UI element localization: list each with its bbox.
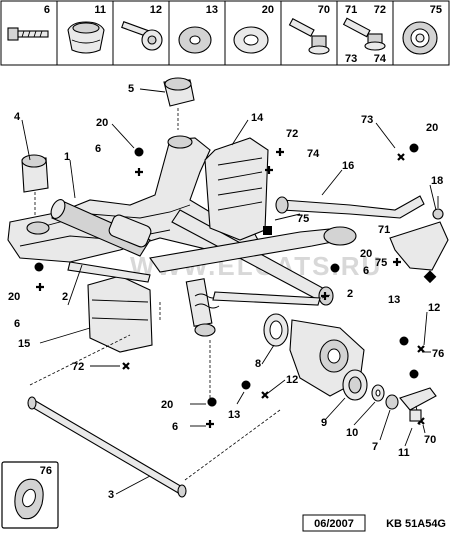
flange-bolt-icon	[342, 17, 386, 51]
dash-guide-lines	[29, 300, 281, 481]
callout-75: 75	[375, 257, 387, 269]
inset-part-76: 76	[1, 461, 59, 529]
callout-11: 11	[398, 447, 410, 459]
header-ref-74: 74	[374, 53, 387, 65]
callout-6: 6	[363, 265, 369, 277]
footer: 06/2007 KB 51A54G	[302, 514, 446, 532]
header-ref-71: 71	[345, 4, 357, 16]
grommet-icon	[67, 21, 105, 54]
callout-9: 9	[321, 417, 327, 429]
bearing-part-8	[263, 313, 289, 347]
callout-20: 20	[8, 291, 20, 303]
flange-bolt-icon	[288, 17, 330, 55]
callout-2: 2	[347, 288, 353, 300]
rod-part-3	[27, 396, 187, 498]
callout-8: 8	[255, 358, 261, 370]
header-ref-70: 70	[318, 4, 330, 16]
axle-assembly-drawing: 5 4 20 6 1 14 72 74 16 73 20 18 75 71 20…	[7, 77, 449, 501]
callout-12: 12	[428, 302, 440, 314]
callout-6: 6	[172, 421, 178, 433]
callout-20: 20	[161, 399, 173, 411]
callout-74: 74	[307, 148, 320, 160]
callout-15: 15	[18, 338, 30, 350]
callout-70: 70	[424, 434, 436, 446]
nut-part-7	[385, 394, 399, 410]
trailing-arm-assembly	[149, 209, 357, 306]
bearing-part-9	[342, 369, 368, 401]
leader-lines	[21, 88, 437, 495]
mount-bush-part-5	[163, 77, 195, 130]
callout-6: 6	[95, 143, 101, 155]
heat-shield-part-14	[204, 137, 269, 241]
callout-10: 10	[346, 427, 358, 439]
callout-1: 1	[64, 151, 70, 163]
screw-icon	[121, 21, 163, 51]
callout-20: 20	[96, 117, 108, 129]
bushing-icon	[402, 21, 438, 55]
header-ref-75: 75	[430, 4, 442, 16]
callout-14: 14	[251, 112, 264, 124]
callout-5: 5	[128, 83, 134, 95]
callout-76: 76	[432, 348, 444, 360]
callout-2: 2	[62, 291, 68, 303]
header-ref-11: 11	[94, 4, 106, 16]
footer-code: KB 51A54G	[386, 518, 446, 530]
washer-icon	[178, 26, 212, 54]
fastener-header-strip: 6 11 12 13 20	[0, 0, 450, 66]
callout-18: 18	[431, 175, 443, 187]
shock-absorber	[185, 278, 220, 337]
callout-72: 72	[286, 128, 298, 140]
tie-rod-part-16	[275, 195, 425, 219]
callout-75: 75	[297, 213, 309, 225]
callout-6: 6	[14, 318, 20, 330]
shield-part-15	[87, 275, 153, 353]
header-ref-72: 72	[374, 4, 386, 16]
inset-ref-76: 76	[40, 465, 52, 477]
callout-71: 71	[378, 224, 390, 236]
footer-date: 06/2007	[314, 518, 354, 530]
bracket-part-18	[389, 196, 449, 271]
callout-labels: 5 4 20 6 1 14 72 74 16 73 20 18 75 71 20…	[8, 83, 444, 501]
header-ref-73: 73	[345, 53, 357, 65]
spacer-icon	[14, 478, 44, 520]
header-ref-13: 13	[206, 4, 218, 16]
callout-13: 13	[388, 294, 400, 306]
callout-20: 20	[426, 122, 438, 134]
header-ref-20: 20	[262, 4, 274, 16]
washer-part-10	[371, 384, 385, 402]
callout-4: 4	[14, 111, 21, 123]
tube-part-2	[67, 261, 321, 306]
callout-7: 7	[372, 441, 378, 453]
callout-16: 16	[342, 160, 354, 172]
callout-13: 13	[228, 409, 240, 421]
washer-icon	[233, 26, 269, 54]
header-ref-12: 12	[150, 4, 162, 16]
callout-20: 20	[360, 248, 372, 260]
callout-3: 3	[108, 489, 114, 501]
callout-73: 73	[361, 114, 373, 126]
fastener-markers	[34, 143, 437, 428]
mount-bush-part-4	[21, 154, 49, 215]
header-ref-6: 6	[44, 4, 50, 16]
bolt-icon	[7, 27, 49, 41]
callout-12: 12	[286, 374, 298, 386]
callout-72: 72	[72, 361, 84, 373]
